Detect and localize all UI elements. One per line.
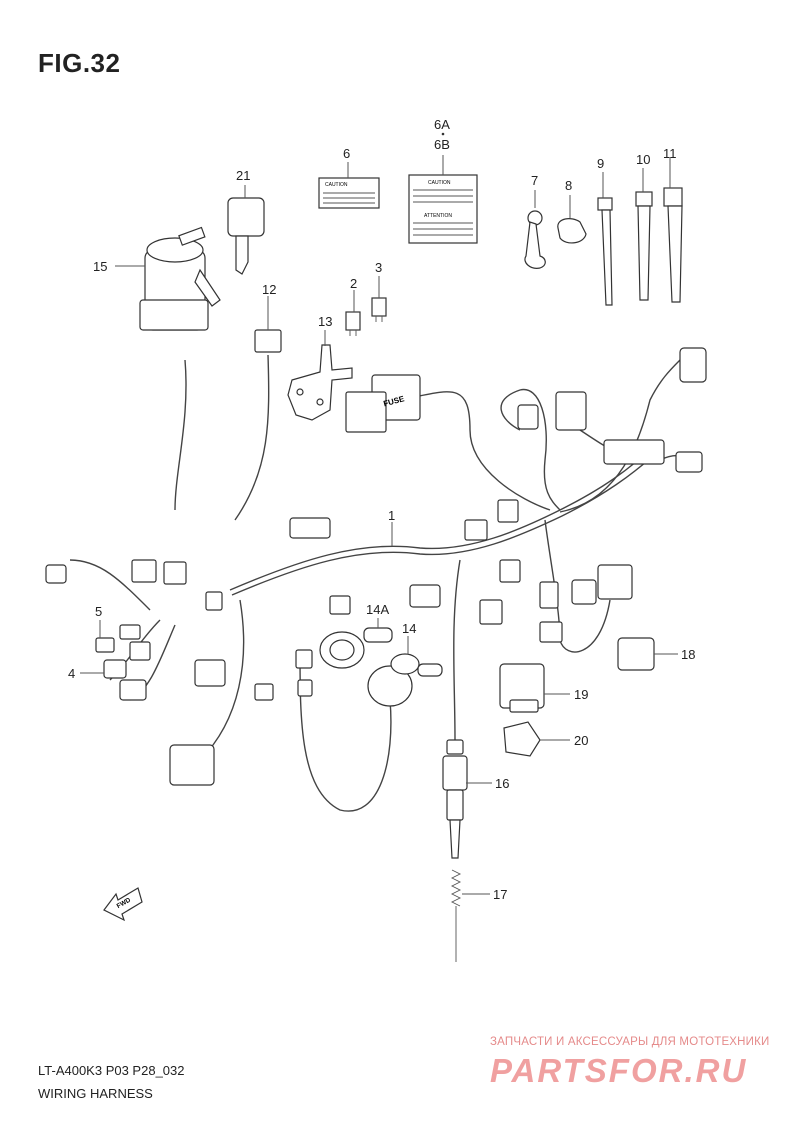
label-17: 17 xyxy=(493,887,507,902)
label-19: 19 xyxy=(574,687,588,702)
label-13: 13 xyxy=(318,314,332,329)
decal-caution-6: CAUTION xyxy=(325,182,348,188)
label-16: 16 xyxy=(495,776,509,791)
forward-arrow-icon: FWD xyxy=(103,887,143,922)
label-8: 8 xyxy=(565,178,572,193)
model-code: LT-A400K3 P03 P28_032 xyxy=(38,1063,185,1078)
label-3: 3 xyxy=(375,260,382,275)
label-15: 15 xyxy=(93,259,107,274)
watermark-logo: PARTSFOR.RU xyxy=(490,1052,748,1089)
watermark-caption: ЗАПЧАСТИ И АКСЕССУАРЫ ДЛЯ МОТОТЕХНИКИ xyxy=(490,1036,770,1048)
ignition-switch[interactable]: 15 xyxy=(93,226,221,331)
fuse-box[interactable]: FUSE xyxy=(345,374,421,433)
band-11[interactable]: 11 xyxy=(663,146,683,303)
label-7: 7 xyxy=(531,173,538,188)
label-2: 2 xyxy=(350,276,357,291)
connector-12[interactable]: 12 xyxy=(254,282,282,353)
relay-19[interactable]: 19 xyxy=(499,663,588,713)
socket-14a[interactable]: 14A xyxy=(319,602,393,669)
label-6a: 6A xyxy=(434,117,450,132)
label-11: 11 xyxy=(663,146,677,161)
connectors[interactable] xyxy=(45,347,707,786)
label-9: 9 xyxy=(597,156,604,171)
decal-caution-6b: CAUTION xyxy=(428,180,451,186)
caution-label-6b[interactable]: CAUTION ATTENTION 6A 6B xyxy=(408,117,478,244)
label-14: 14 xyxy=(402,621,416,636)
key[interactable]: 21 xyxy=(227,168,265,275)
label-6: 6 xyxy=(343,146,350,161)
label-14a: 14A xyxy=(366,602,389,617)
label-1: 1 xyxy=(388,508,395,523)
relay-18[interactable]: 18 xyxy=(617,637,695,671)
label-18: 18 xyxy=(681,647,695,662)
band-10[interactable]: 10 xyxy=(635,152,653,301)
label-5: 5 xyxy=(95,604,102,619)
label-21: 21 xyxy=(236,168,250,183)
label-12: 12 xyxy=(262,282,276,297)
decal-attention: ATTENTION xyxy=(424,213,452,219)
part-4[interactable]: 4 xyxy=(68,659,127,681)
bracket-20[interactable]: 20 xyxy=(503,721,588,757)
caution-label-6[interactable]: CAUTION 6 xyxy=(318,146,380,209)
spring-17[interactable]: 17 xyxy=(450,869,507,962)
label-4: 4 xyxy=(68,666,75,681)
fuse-3[interactable]: 3 xyxy=(371,260,387,322)
harness-label: 1 xyxy=(388,508,395,546)
fuse-2[interactable]: 2 xyxy=(345,276,361,336)
label-10: 10 xyxy=(636,152,650,167)
label-20: 20 xyxy=(574,733,588,748)
clip-8[interactable]: 8 xyxy=(557,178,587,244)
diagram-title: WIRING HARNESS xyxy=(38,1086,153,1101)
socket-14[interactable]: 14 xyxy=(367,621,443,707)
clamp-7[interactable]: 7 xyxy=(524,173,546,269)
sensor-16[interactable]: 16 xyxy=(442,739,509,859)
band-9[interactable]: 9 xyxy=(597,156,613,306)
label-6b: 6B xyxy=(434,137,450,152)
bracket-13[interactable]: 13 xyxy=(287,314,353,421)
part-5[interactable]: 5 xyxy=(95,604,115,653)
figure-number: FIG.32 xyxy=(38,48,121,78)
